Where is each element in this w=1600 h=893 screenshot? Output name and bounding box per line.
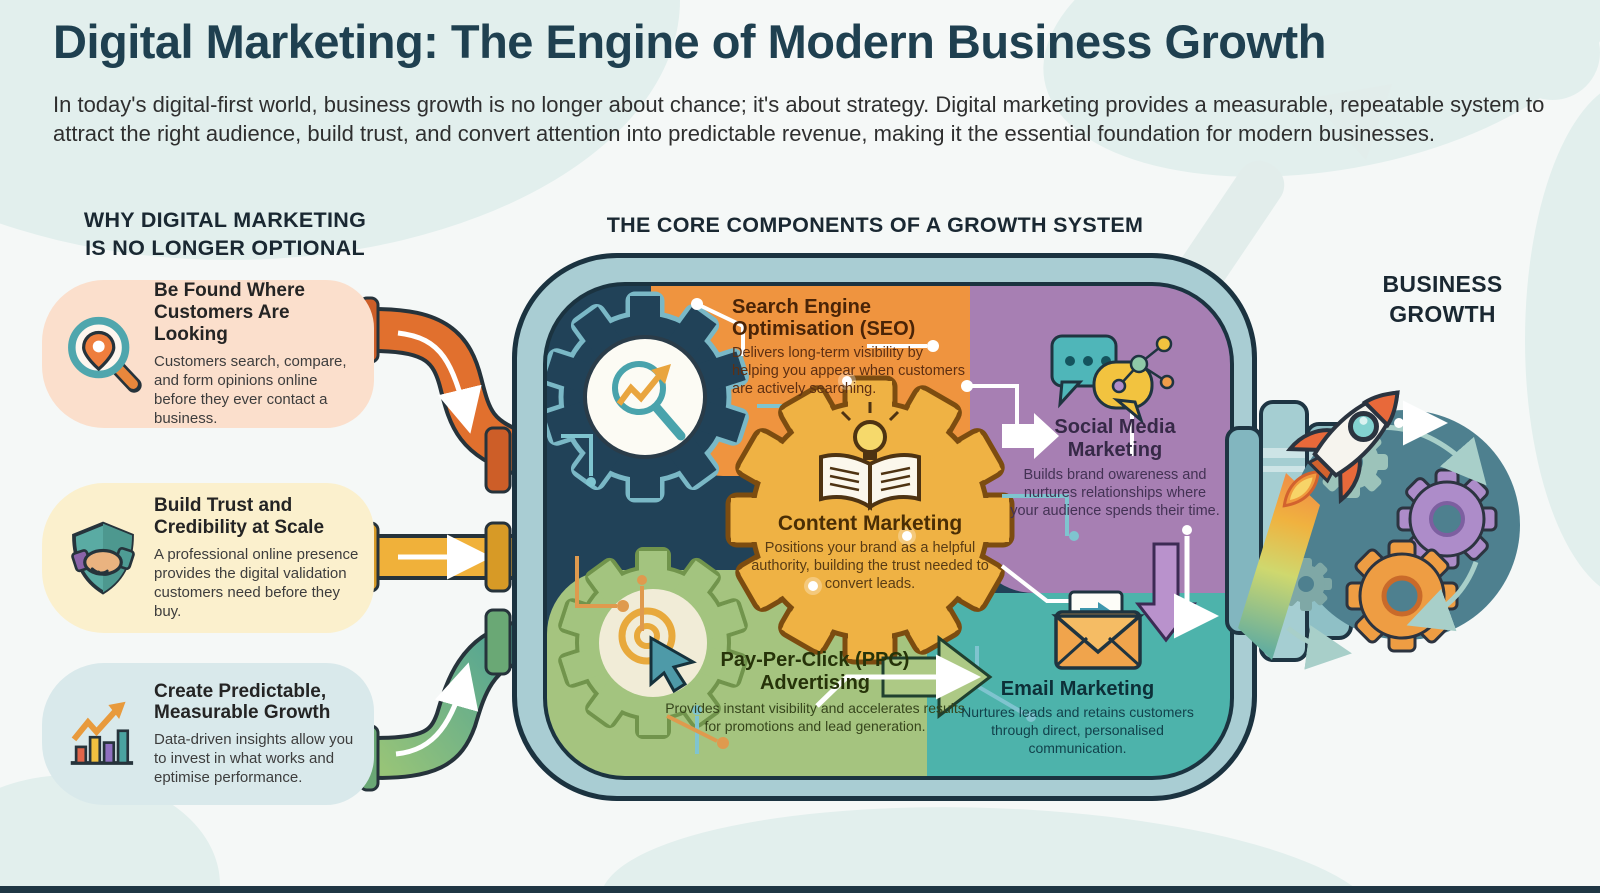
left-section-heading: WHY DIGITAL MARKETING IS NO LONGER OPTIO… <box>40 207 410 263</box>
seo-body: Delivers long-term visibility by helping… <box>732 345 965 397</box>
card-title: Create Predictable, Measurable Growth <box>154 680 331 724</box>
card-title: Be Found Where Customers Are Looking <box>154 280 305 345</box>
purple-gear <box>1396 468 1498 570</box>
ppc-title: Pay-Per-Click (PPC) Advertising <box>720 649 910 694</box>
benefit-card-build-trust: Build Trust and Credibility at Scale A p… <box>42 483 374 633</box>
background-blob-circle <box>1505 5 1600 100</box>
email-title: Email Marketing <box>1000 678 1155 700</box>
machine-interior: Search Engine Optimisation (SEO) Deliver… <box>543 282 1234 780</box>
ppc-component: Pay-Per-Click (PPC) Advertising Provides… <box>665 649 965 735</box>
rocket-icon <box>1282 390 1400 508</box>
growth-engine-machine: Search Engine Optimisation (SEO) Deliver… <box>512 253 1257 801</box>
card-title: Build Trust and Credibility at Scale <box>154 495 325 538</box>
machine-interior-art <box>547 291 1219 754</box>
content-body: Positions your brand as a helpful author… <box>751 540 989 593</box>
search-trend-gear-icon <box>547 291 749 503</box>
page-subtitle: In today's digital-first world, business… <box>53 92 1545 147</box>
email-component: Email Marketing Nurtures leads and retai… <box>945 678 1210 757</box>
card-body: Data-driven insights allow you to invest… <box>154 731 354 787</box>
content-component: Content Marketing Positions your brand a… <box>737 512 1003 594</box>
card-body: A professional online presence provides … <box>154 545 359 620</box>
exit-circuit-arrow <box>1394 400 1448 446</box>
search-location-icon <box>68 316 142 393</box>
growth-heading-line2: GROWTH <box>1389 300 1496 327</box>
benefit-card-measurable-growth: Create Predictable, Measurable Growth Da… <box>42 663 374 805</box>
left-heading-line1: WHY DIGITAL MARKETING <box>83 208 367 232</box>
seo-title: Search Engine Optimisation (SEO) <box>732 296 916 340</box>
circuit-arrows <box>815 525 1219 708</box>
orange-gear <box>1345 539 1459 653</box>
social-title: Social Media Marketing <box>1054 416 1176 461</box>
growth-heading-line1: BUSINESS <box>1382 271 1503 297</box>
core-section-heading: THE CORE COMPONENTS OF A GROWTH SYSTEM <box>606 213 1144 237</box>
left-heading-line2: IS NO LONGER OPTIONAL <box>85 235 365 260</box>
social-body: Builds brand owareness and nurtures rela… <box>1010 467 1220 519</box>
growth-chart-icon <box>70 701 134 765</box>
business-growth-heading: BUSINESS GROWTH <box>1350 270 1535 330</box>
pipe-orange <box>351 296 545 494</box>
seo-component: Search Engine Optimisation (SEO) Deliver… <box>732 296 970 399</box>
page-title: Digital Marketing: The Engine of Modern … <box>53 15 1326 68</box>
content-marketing-gear <box>725 375 1015 665</box>
arrow-to-social <box>1002 413 1059 459</box>
handshake-shield-icon <box>71 521 135 595</box>
ppc-body: Provides instant visibility and accelera… <box>665 700 965 735</box>
rocket-trail <box>1238 473 1320 660</box>
bottom-border-strip <box>0 886 1600 893</box>
email-body: Nurtures leads and retains customers thr… <box>961 704 1194 756</box>
content-title: Content Marketing <box>777 512 963 535</box>
social-component: Social Media Marketing Builds brand owar… <box>1009 416 1221 521</box>
envelope-send-icon <box>1051 590 1145 670</box>
benefit-card-be-found: Be Found Where Customers Are Looking Cus… <box>42 280 374 428</box>
network-nodes-icon <box>1111 335 1175 394</box>
book-lightbulb-icon <box>819 402 921 511</box>
card-body: Customers search, compare, and form opin… <box>154 352 347 427</box>
